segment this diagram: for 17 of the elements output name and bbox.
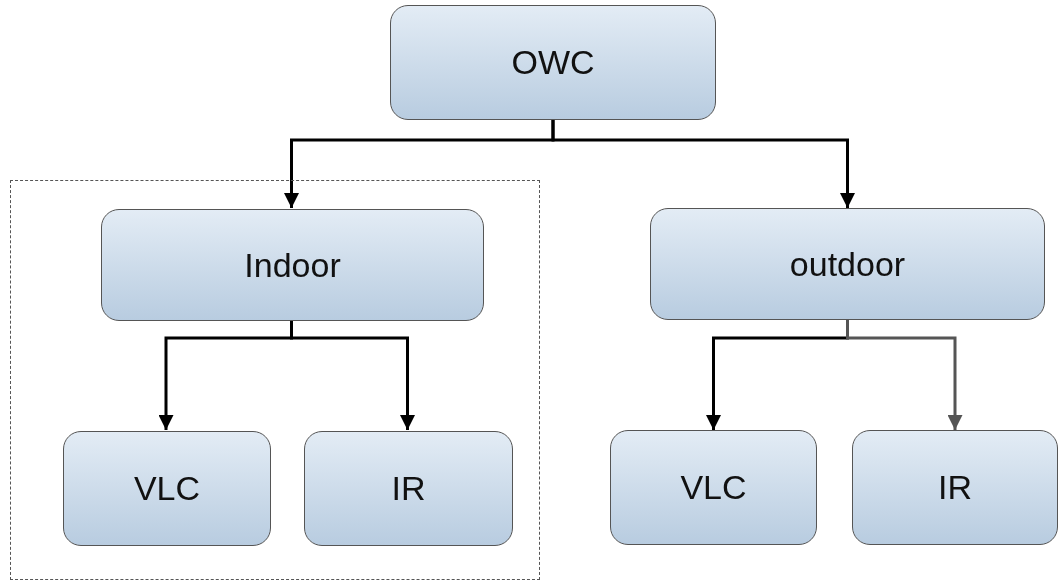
process-box	[852, 430, 1058, 545]
process-box	[304, 431, 513, 546]
node-label: VLC	[133, 469, 201, 508]
arrow	[846, 320, 963, 430]
process-box	[390, 5, 716, 120]
process-box	[610, 430, 817, 545]
node-label: VLC	[680, 468, 747, 507]
node-label: Indoor	[244, 245, 341, 285]
node-label: OWC	[511, 43, 595, 82]
dashed-group-box	[10, 180, 540, 580]
node-label: IR	[938, 468, 972, 507]
arrow	[551, 120, 855, 208]
process-box	[650, 208, 1045, 320]
process-box	[63, 431, 271, 546]
node-label: outdoor	[789, 244, 906, 284]
node-label: IR	[391, 469, 426, 508]
process-box	[101, 209, 484, 321]
